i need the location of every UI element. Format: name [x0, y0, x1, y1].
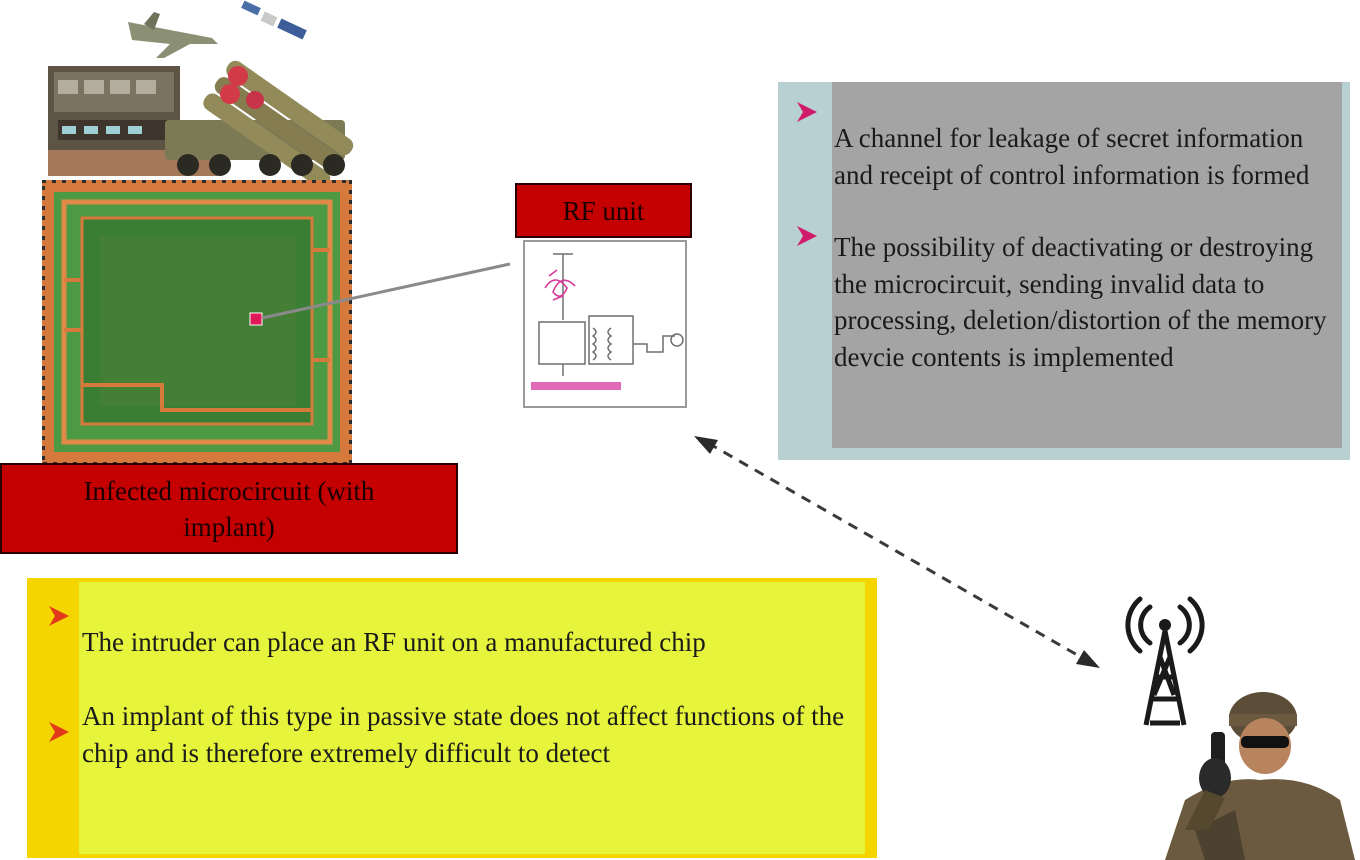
rf-unit-label: RF unit	[515, 183, 692, 238]
effects-item: The possibility of deactivating or destr…	[834, 232, 1327, 373]
infected-microcircuit-label-text: Infected microcircuit (with implant)	[83, 475, 375, 542]
arrowhead-bullet-icon	[49, 722, 69, 742]
intruder-item: The intruder can place an RF unit on a m…	[82, 627, 706, 657]
arrowhead-bullet-icon	[49, 606, 69, 626]
rf-unit-label-text: RF unit	[562, 195, 645, 226]
effects-item: A channel for leakage of secret informat…	[834, 123, 1310, 190]
infected-chip-die	[42, 180, 352, 465]
soldier-with-radio-icon	[1165, 692, 1355, 860]
fighter-jet-icon	[128, 12, 218, 58]
arrowhead-bullet-icon	[797, 226, 817, 246]
satellite-icon	[241, 0, 307, 40]
arrowhead-bullet-icon	[797, 102, 817, 122]
rf-circuit-schematic	[523, 240, 687, 408]
effects-panel-body	[832, 82, 1342, 448]
radio-tower-icon	[1125, 596, 1205, 726]
intruder-panel: The intruder can place an RF unit on a m…	[27, 578, 877, 858]
military-equipment-illustration	[48, 0, 354, 185]
intruder-item: An implant of this type in passive state…	[82, 701, 845, 768]
intruder-panel-body	[79, 582, 865, 854]
command-center-icon	[48, 66, 218, 176]
missile-launcher-icon	[165, 60, 354, 185]
implant-marker	[249, 312, 263, 326]
effects-panel: A channel for leakage of secret informat…	[778, 82, 1350, 460]
infected-microcircuit-label: Infected microcircuit (with implant)	[0, 463, 458, 554]
